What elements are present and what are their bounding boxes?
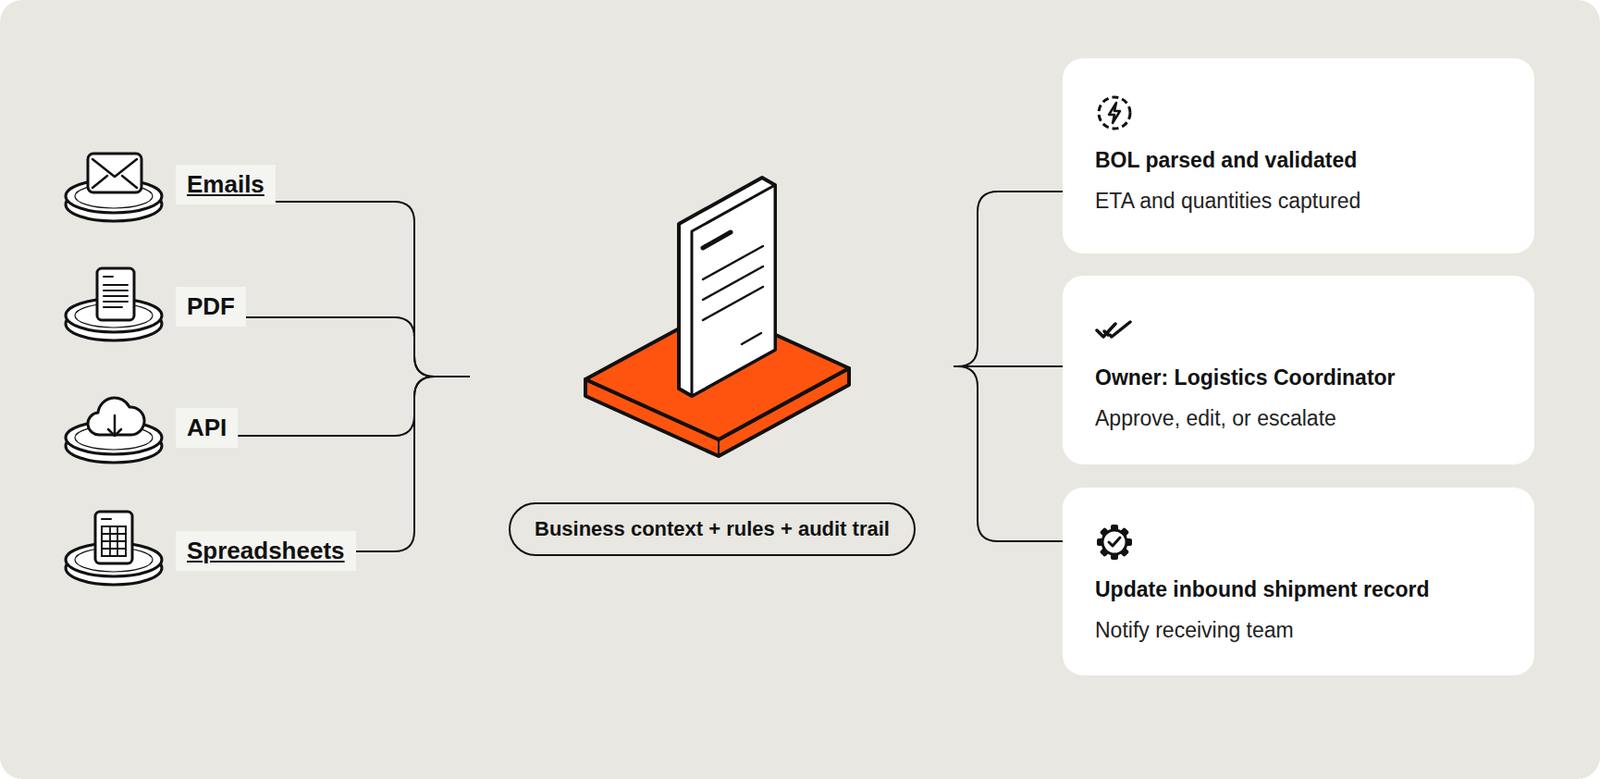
bracket-connector	[356, 376, 470, 552]
gear-icon	[1095, 522, 1134, 562]
source-label: PDF	[175, 286, 247, 327]
card-body: Approve, edit, or escalate	[1095, 403, 1502, 433]
email-icon	[65, 153, 162, 222]
card-heading: BOL parsed and validated	[1095, 145, 1502, 175]
processing-hub: Business context + rules + audit trail	[469, 175, 954, 556]
spreadsheet-icon	[65, 511, 162, 585]
double-check-icon	[1095, 310, 1134, 350]
document-platform	[585, 177, 850, 456]
card-heading: Update inbound shipment record	[1095, 574, 1502, 604]
bracket-connector	[275, 201, 470, 377]
bracket-connector	[953, 366, 1063, 542]
pdf-icon	[65, 268, 162, 341]
cloud-icon	[65, 397, 162, 463]
source-name: Emails	[186, 164, 265, 205]
hub-caption: Business context + rules + audit trail	[508, 502, 916, 556]
card-heading: Owner: Logistics Coordinator	[1095, 362, 1502, 393]
source-label: API	[175, 407, 238, 448]
bolt-icon	[1095, 93, 1134, 133]
card-body: Notify receiving team	[1095, 615, 1502, 645]
bracket-connector	[953, 191, 1063, 367]
bracket-connector	[953, 365, 1063, 368]
bracket-connector	[246, 317, 470, 377]
card-body: ETA and quantities captured	[1095, 185, 1502, 216]
outcome-card: Owner: Logistics CoordinatorApprove, edi…	[1062, 275, 1535, 465]
source-name: API	[186, 407, 227, 448]
outcome-card: Update inbound shipment recordNotify rec…	[1062, 487, 1535, 676]
outcome-card: BOL parsed and validatedETA and quantiti…	[1062, 58, 1535, 254]
source-label: Emails	[175, 164, 276, 205]
bracket-connector	[237, 376, 470, 436]
source-label: Spreadsheets	[175, 530, 357, 571]
source-name: PDF	[186, 286, 235, 327]
source-name: Spreadsheets	[186, 530, 345, 571]
